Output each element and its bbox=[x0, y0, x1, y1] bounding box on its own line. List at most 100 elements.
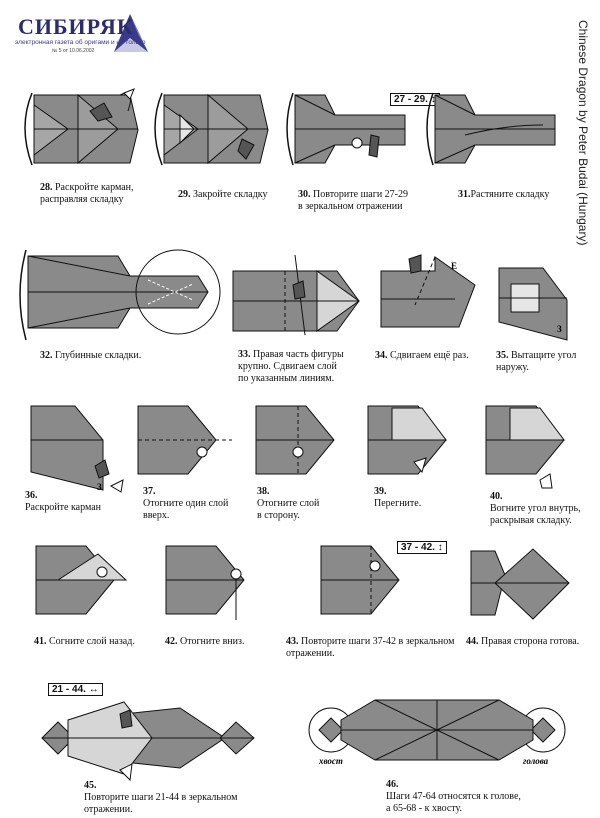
step-text: Глубинные складки. bbox=[55, 350, 142, 361]
repeat-tag-text: 37 - 42. bbox=[401, 542, 435, 553]
step-text: расправляя складку bbox=[40, 194, 124, 205]
mark-e: Е bbox=[451, 261, 457, 271]
caption-step-36: 36. Раскройте карман bbox=[25, 490, 101, 514]
logo-title: СИБИРЯК bbox=[18, 14, 134, 39]
step-text: вверх. bbox=[143, 510, 170, 521]
caption-step-41: 41. Согните слой назад. bbox=[34, 636, 135, 648]
step-text: Согните слой назад. bbox=[49, 636, 135, 647]
diagram-step-44 bbox=[470, 548, 570, 620]
step-text: Отогните вниз. bbox=[180, 636, 245, 647]
step-text: Сдвигаем ещё раз. bbox=[390, 350, 469, 361]
step-number: 36. bbox=[25, 490, 38, 501]
step-number: 29. bbox=[178, 189, 191, 200]
diagram-step-31 bbox=[426, 92, 556, 166]
mark-z: З bbox=[97, 482, 102, 492]
step-text: Отогните слой bbox=[257, 498, 320, 509]
step-text: Повторите шаги 37-42 в зеркальном bbox=[301, 636, 455, 647]
caption-step-29: 29. Закройте складку bbox=[178, 189, 268, 201]
caption-step-35: 35. Вытащите угол наружу. bbox=[496, 350, 576, 374]
step-number: 37. bbox=[143, 486, 156, 497]
side-title: Chinese Dragon by Peter Budai (Hungary) bbox=[574, 20, 594, 260]
logo-crane-icon bbox=[114, 14, 148, 52]
caption-step-46: 46. Шаги 47-64 относятся к голове, а 65-… bbox=[386, 779, 521, 815]
step-text: а 65-68 - к хвосту. bbox=[386, 803, 463, 814]
step-text: Закройте складку bbox=[193, 189, 268, 200]
step-text: раскрывая складку. bbox=[490, 515, 572, 526]
step-number: 39. bbox=[374, 486, 387, 497]
step-text: Отогните один слой bbox=[143, 498, 229, 509]
step-text: отражении. bbox=[84, 804, 133, 815]
step-number: 30. bbox=[298, 189, 311, 200]
caption-step-37: 37. Отогните один слой вверх. bbox=[143, 486, 228, 522]
step-number: 32. bbox=[40, 350, 53, 361]
diagram-step-45 bbox=[41, 701, 255, 782]
repeat-tag-text: 21 - 44. bbox=[52, 684, 86, 695]
step-text: в сторону. bbox=[257, 510, 300, 521]
repeat-tag-21-44: 21 - 44. ↔ bbox=[48, 683, 103, 696]
diagram-step-36: З bbox=[30, 405, 124, 493]
caption-step-30: 30. Повторите шаги 27-29 в зеркальном от… bbox=[298, 189, 408, 213]
step-text: Растяните складку bbox=[470, 189, 550, 200]
caption-step-34: 34. Сдвигаем ещё раз. bbox=[375, 350, 469, 362]
logo-subtitle: электронная газета об оригами и не тольк… bbox=[15, 39, 146, 46]
label-head: голова bbox=[523, 756, 549, 766]
step-text: Вытащите угол bbox=[511, 350, 577, 361]
step-number: 38. bbox=[257, 486, 270, 497]
diagram-step-43 bbox=[320, 545, 400, 615]
step-number: 31. bbox=[458, 189, 471, 200]
caption-step-38: 38. Отогните слой в сторону. bbox=[257, 486, 319, 522]
diagram-step-28 bbox=[24, 88, 139, 166]
diagram-step-39 bbox=[367, 405, 447, 475]
step-text: Раскройте карман bbox=[25, 502, 102, 513]
step-number: 44. bbox=[466, 636, 479, 647]
caption-step-39: 39. Перегните. bbox=[374, 486, 421, 510]
caption-step-45: 45. Повторите шаги 21-44 в зеркальном от… bbox=[84, 780, 237, 816]
diagram-step-32 bbox=[19, 249, 221, 341]
step-text: крупно. Сдвигаем слой bbox=[238, 361, 337, 372]
caption-step-42: 42. Отогните вниз. bbox=[165, 636, 244, 648]
diagram-step-30 bbox=[286, 92, 406, 166]
side-title-text: Chinese Dragon by Peter Budai (Hungary) bbox=[576, 20, 590, 246]
step-number: 40. bbox=[490, 491, 503, 502]
step-text: Повторите шаги 27-29 bbox=[313, 189, 409, 200]
caption-step-32: 32. Глубинные складки. bbox=[40, 350, 141, 362]
label-tail: хвост bbox=[318, 756, 343, 766]
diagram-step-46: хвост голова bbox=[308, 699, 566, 766]
step-text: Раскройте карман, bbox=[55, 182, 134, 193]
diagram-step-40 bbox=[485, 405, 565, 489]
caption-step-31: 31.Растяните складку bbox=[458, 189, 549, 201]
diagram-step-38 bbox=[255, 405, 335, 475]
step-number: 43. bbox=[286, 636, 299, 647]
caption-step-33: 33. Правая часть фигуры крупно. Сдвигаем… bbox=[238, 349, 344, 385]
step-text: Правая сторона готова. bbox=[481, 636, 580, 647]
step-text: по указанным линиям. bbox=[238, 373, 335, 384]
step-number: 42. bbox=[165, 636, 178, 647]
step-text: Шаги 47-64 относятся к голове, bbox=[386, 791, 521, 802]
caption-step-44: 44. Правая сторона готова. bbox=[466, 636, 579, 648]
step-text: Перегните. bbox=[374, 498, 422, 509]
step-text: отражении. bbox=[286, 648, 335, 659]
diagram-step-29 bbox=[154, 92, 269, 166]
step-text: наружу. bbox=[496, 362, 529, 373]
logo-issue: № 5 от 10.06.2002 bbox=[52, 48, 95, 54]
step-number: 41. bbox=[34, 636, 47, 647]
step-number: 46. bbox=[386, 779, 399, 790]
diagram-step-37 bbox=[137, 405, 232, 475]
step-number: 35. bbox=[496, 350, 509, 361]
step-text: в зеркальном отражении bbox=[298, 201, 403, 212]
step-number: 34. bbox=[375, 350, 388, 361]
repeat-tag-37-42: 37 - 42. ↕ bbox=[397, 541, 447, 554]
step-number: 33. bbox=[238, 349, 251, 360]
logo: СИБИРЯК электронная газета об оригами и … bbox=[12, 8, 162, 63]
diagram-step-41 bbox=[35, 545, 128, 615]
step-text: Повторите шаги 21-44 в зеркальном bbox=[84, 792, 238, 803]
caption-step-28: 28. Раскройте карман, расправляя складку bbox=[40, 182, 134, 206]
step-text: Вогните угол внутрь, bbox=[490, 503, 581, 514]
diagram-step-35: З bbox=[498, 267, 568, 341]
diagram-step-33 bbox=[232, 254, 360, 336]
step-number: 28. bbox=[40, 182, 53, 193]
step-number: 45. bbox=[84, 780, 97, 791]
caption-step-43: 43. Повторите шаги 37-42 в зеркальном от… bbox=[286, 636, 454, 660]
repeat-tag-27-29: 27 - 29. ↕ bbox=[390, 93, 440, 106]
step-text: Правая часть фигуры bbox=[253, 349, 344, 360]
